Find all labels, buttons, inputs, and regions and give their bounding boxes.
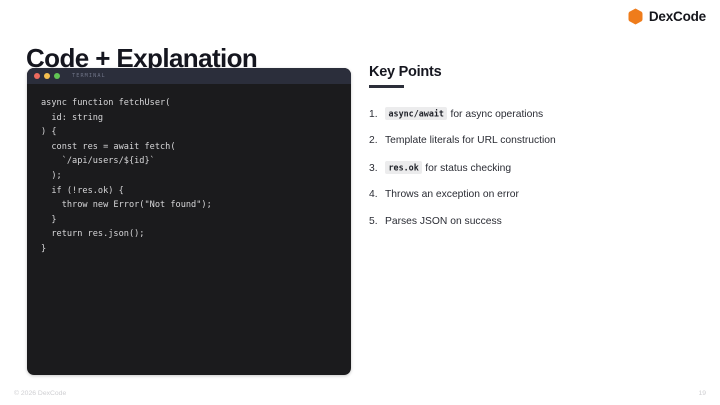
code-block: async function fetchUser( id: string ) {…: [41, 98, 212, 254]
list-item-index: 5.: [369, 215, 378, 227]
list-item-label: for status checking: [425, 162, 512, 174]
close-dot-icon[interactable]: [34, 73, 40, 79]
heading-underline-accent: [369, 85, 404, 88]
list-item: 2. Template literals for URL constructio…: [369, 134, 689, 148]
minimize-dot-icon[interactable]: [44, 73, 50, 79]
footer-copyright: © 2026 DexCode: [14, 390, 67, 397]
code-window-title: TERMINAL: [72, 73, 106, 79]
list-item-index: 2.: [369, 135, 378, 146]
inline-code-chip: async/await: [385, 107, 448, 120]
list-item-label: for async operations: [450, 108, 544, 120]
list-item: 4. Throws an exception on error: [369, 188, 689, 202]
code-window-titlebar: TERMINAL: [27, 68, 351, 84]
key-points-heading: Key Points: [369, 64, 442, 80]
brand-name: DexCode: [648, 9, 706, 24]
list-item-index: 4.: [369, 189, 378, 200]
list-item-label: Throws an exception on error: [385, 189, 519, 200]
brand-logo: DexCode: [628, 8, 706, 25]
list-item: 5. Parses JSON on success: [369, 215, 689, 229]
code-window: TERMINAL async function fetchUser( id: s…: [27, 68, 351, 375]
list-item-body: Throws an exception on error: [385, 188, 689, 202]
list-item-body: Parses JSON on success: [385, 215, 689, 229]
dexcode-hexagon-icon: [628, 8, 643, 25]
maximize-dot-icon[interactable]: [54, 73, 60, 79]
list-item-index: 1.: [369, 108, 378, 120]
list-item-label: Parses JSON on success: [385, 215, 502, 227]
list-item-body: Template literals for URL construction: [385, 134, 689, 148]
inline-code-chip: res.ok: [385, 161, 423, 174]
footer-page-number: 19: [698, 390, 706, 397]
list-item-label: Template literals for URL construction: [385, 135, 556, 146]
list-item-index: 3.: [369, 162, 378, 174]
